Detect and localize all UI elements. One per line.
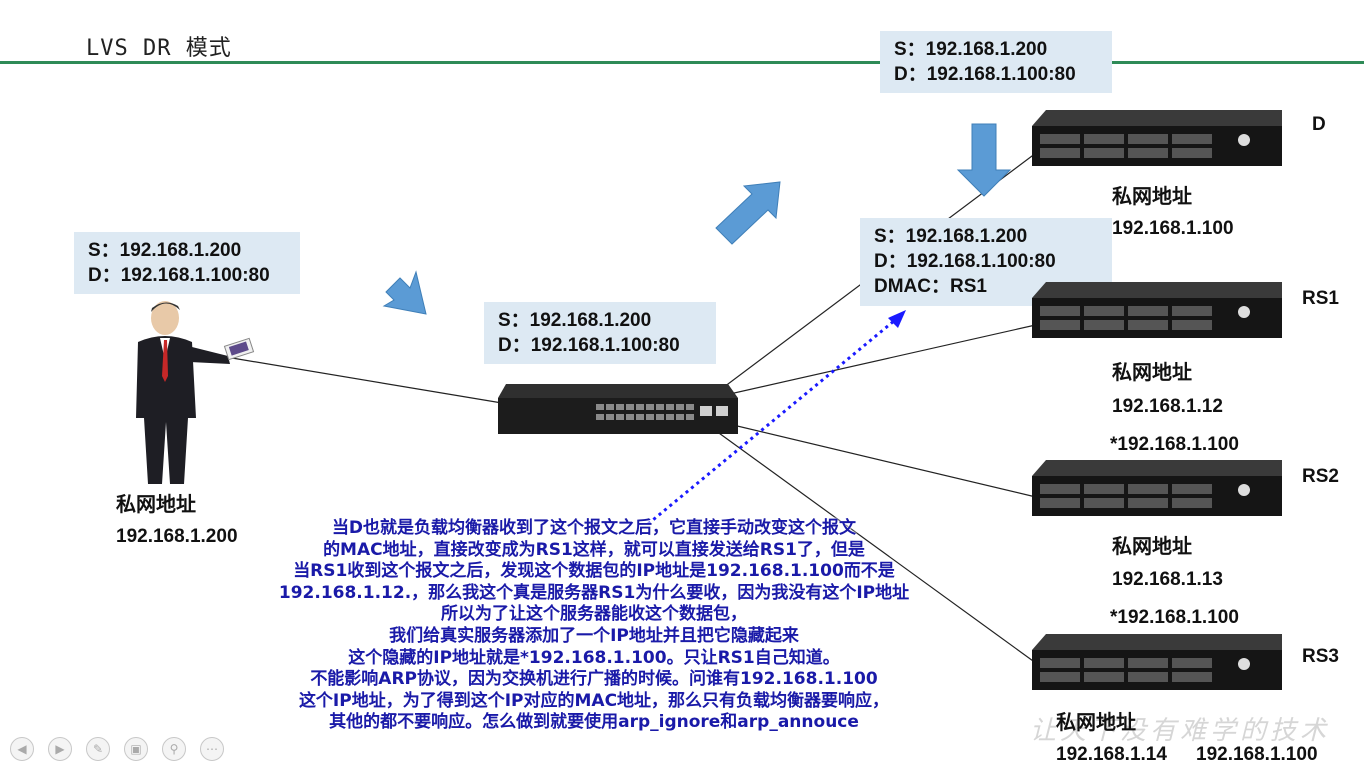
annotation-text: 当D也就是负载均衡器收到了这个报文之后，它直接手动改变这个报文 的MAC地址，直… — [210, 518, 978, 734]
pen-icon[interactable]: ✎ — [86, 737, 110, 761]
gallery-icon[interactable]: ▣ — [124, 737, 148, 761]
annotation-pointer-head — [888, 310, 906, 328]
annotation-pointer — [647, 314, 901, 526]
server-rs2-icon — [1032, 460, 1282, 516]
server-rs1-icon — [1032, 282, 1282, 338]
client-person-icon — [136, 301, 255, 484]
packet-rs-dmac: DMAC：RS1 — [874, 276, 987, 297]
server-d-ip: 192.168.1.100 — [1112, 218, 1234, 239]
link-switch-rs2 — [711, 419, 1041, 499]
packet-switch: S：192.168.1.200 D：192.168.1.100:80 — [484, 302, 716, 364]
packet-client-source: S：192.168.1.200 — [88, 240, 242, 261]
packet-top: S：192.168.1.200 D：192.168.1.100:80 — [880, 31, 1112, 93]
annotation-line: 这个IP地址，为了得到这个IP对应的MAC地址，那么只有负载均衡器要响应， — [298, 690, 890, 711]
packet-rs: S：192.168.1.200 D：192.168.1.100:80 DMAC：… — [860, 218, 1112, 306]
server-rs1-ip: 192.168.1.12 — [1112, 396, 1223, 417]
annotation-line: 我们给真实服务器添加了一个IP地址并且把它隐藏起来 — [389, 625, 799, 646]
slideshow-toolbar: ◀ ▶ ✎ ▣ ⚲ ⋯ — [10, 737, 224, 761]
annotation-line: 所以为了让这个服务器能收这个数据包， — [441, 604, 747, 625]
arrow-client-to-switch — [382, 270, 427, 315]
packet-top-dest: D：192.168.1.100:80 — [894, 64, 1076, 85]
server-rs1-vip: *192.168.1.100 — [1110, 434, 1239, 455]
annotation-line: 不能影响ARP协议，因为交换机进行广播的时候。问谁有192.168.1.100 — [310, 669, 878, 690]
packet-rs-dest: D：192.168.1.100:80 — [874, 251, 1056, 272]
watermark: 让天下没有难学的技术 — [1030, 716, 1331, 746]
server-rs3-vip: 192.168.1.100 — [1196, 744, 1318, 765]
server-rs3-label: 私网地址 — [1056, 710, 1136, 734]
server-rs3-name: RS3 — [1302, 646, 1339, 667]
title-divider — [0, 61, 1364, 64]
arrow-switch-to-d — [715, 181, 781, 245]
client-ip: 192.168.1.200 — [116, 526, 238, 547]
next-icon[interactable]: ▶ — [48, 737, 72, 761]
server-rs1-label: 私网地址 — [1112, 360, 1192, 384]
server-d-label: 私网地址 — [1112, 184, 1192, 208]
zoom-icon[interactable]: ⚲ — [162, 737, 186, 761]
server-rs3-ip: 192.168.1.14 — [1056, 744, 1167, 765]
server-rs2-vip: *192.168.1.100 — [1110, 607, 1239, 628]
link-switch-rs3 — [711, 427, 1041, 667]
server-rs3-icon — [1032, 634, 1282, 690]
arrow-down-to-d — [956, 123, 1012, 197]
server-rs2-name: RS2 — [1302, 466, 1339, 487]
packet-client-dest: D：192.168.1.100:80 — [88, 265, 270, 286]
client-label: 私网地址 — [116, 492, 196, 516]
packet-rs-source: S：192.168.1.200 — [874, 226, 1028, 247]
link-client-switch — [231, 357, 509, 405]
annotation-line: 其他的都不要响应。怎么做到就要使用arp_ignore和arp_annouce — [329, 712, 859, 733]
annotation-line: 的MAC地址，直接改变成为RS1这样，就可以直接发送给RS1了，但是 — [323, 539, 865, 560]
annotation-line: 当D也就是负载均衡器收到了这个报文之后，它直接手动改变这个报文 — [331, 518, 857, 538]
link-switch-rs1 — [711, 323, 1041, 399]
more-icon[interactable]: ⋯ — [200, 737, 224, 761]
annotation-line: 这个隐藏的IP地址就是*192.168.1.100。只让RS1自己知道。 — [348, 647, 840, 668]
server-rs2-ip: 192.168.1.13 — [1112, 569, 1223, 590]
packet-switch-source: S：192.168.1.200 — [498, 310, 652, 331]
server-rs2-label: 私网地址 — [1112, 534, 1192, 558]
packet-client: S：192.168.1.200 D：192.168.1.100:80 — [74, 232, 300, 294]
server-rs1-name: RS1 — [1302, 288, 1339, 309]
prev-icon[interactable]: ◀ — [10, 737, 34, 761]
server-d-name: D — [1312, 114, 1326, 135]
annotation-line: 192.168.1.12.，那么我这个真是服务器RS1为什么要收，因为我没有这个… — [278, 582, 910, 603]
slide-title: LVS DR 模式 — [86, 36, 232, 61]
packet-top-source: S：192.168.1.200 — [894, 39, 1048, 60]
switch-icon — [498, 384, 738, 434]
packet-switch-dest: D：192.168.1.100:80 — [498, 335, 680, 356]
server-d-icon — [1032, 110, 1282, 166]
annotation-line: 当RS1收到这个报文之后，发现这个数据包的IP地址是192.168.1.100而… — [293, 561, 895, 582]
